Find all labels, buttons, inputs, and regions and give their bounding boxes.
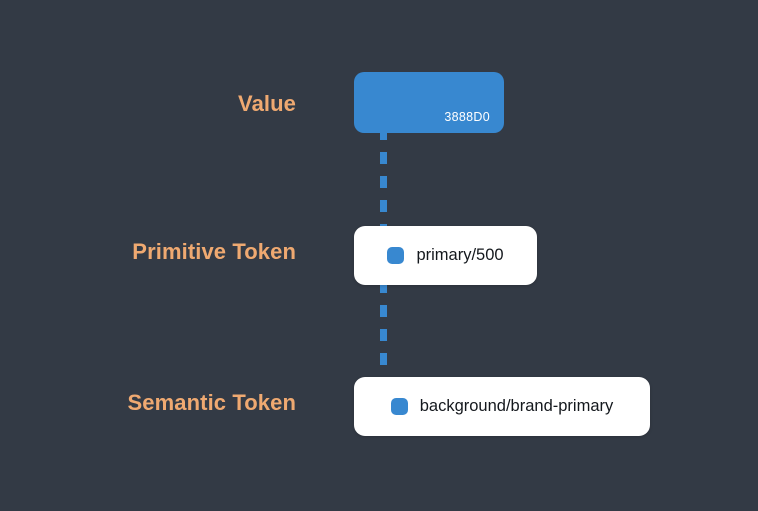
primitive-token-name: primary/500 [416, 246, 504, 265]
row-label-semantic-token: Semantic Token [127, 390, 296, 415]
row-label-primitive-token: Primitive Token [132, 239, 296, 264]
semantic-token-card: background/brand-primary [354, 377, 650, 436]
color-swatch-icon [387, 247, 405, 264]
value-hex-label: 3888D0 [444, 109, 490, 124]
primitive-token-card: primary/500 [354, 226, 537, 285]
semantic-token-name: background/brand-primary [419, 397, 614, 416]
connector-primitive-to-semantic [380, 281, 387, 383]
connector-value-to-primitive [380, 128, 387, 232]
value-color-card: 3888D0 [354, 72, 504, 133]
row-label-value: Value [238, 91, 296, 116]
color-swatch-icon [390, 398, 408, 415]
